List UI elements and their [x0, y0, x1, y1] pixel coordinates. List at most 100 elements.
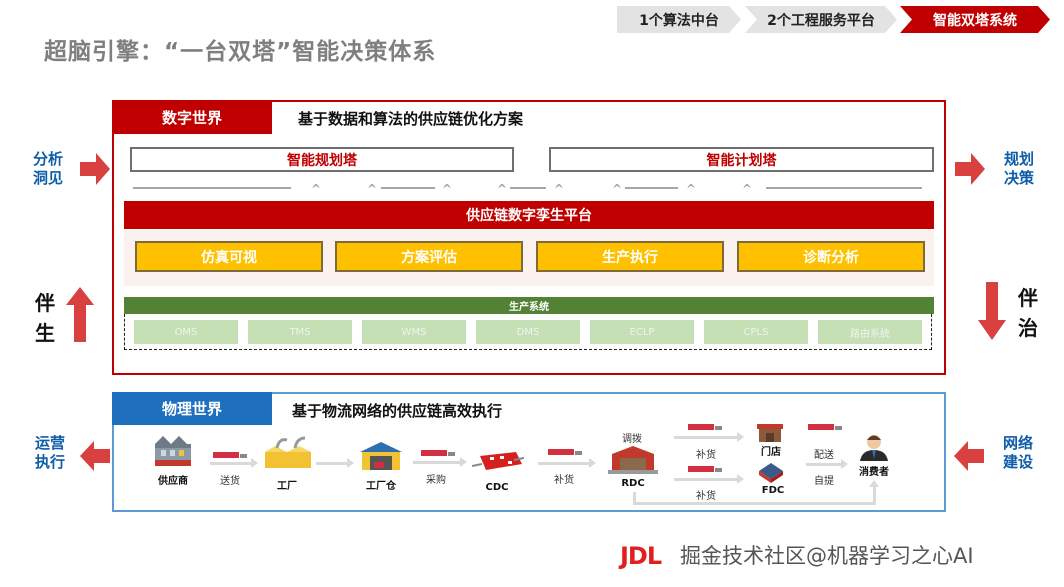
- store-icon: [757, 424, 783, 442]
- arrow-down-icon: [978, 282, 1006, 340]
- caret-up-icon: ^: [367, 182, 378, 196]
- capability-evaluation: 方案评估: [335, 241, 523, 272]
- physical-world-tab-label: 物理世界: [161, 400, 222, 418]
- breadcrumb-label: 智能双塔系统: [933, 12, 1017, 29]
- side-label-line: 规划: [1004, 150, 1035, 168]
- caret-up-icon: ^: [442, 182, 453, 196]
- physical-world-heading: 基于物流网络的供应链高效执行: [292, 402, 503, 420]
- system-label: 路由系统: [850, 328, 890, 340]
- connector-line: [766, 187, 922, 189]
- platform-label: 供应链数字孪生平台: [466, 208, 592, 224]
- edge-label-deliver: 送货: [220, 476, 240, 487]
- bypass-line-up: [873, 486, 876, 505]
- factory-warehouse-icon: [360, 442, 402, 470]
- system-cpls: CPLS: [704, 320, 808, 344]
- side-label-line: 分析: [33, 150, 64, 168]
- side-label-line: 运营: [35, 434, 66, 452]
- physical-world-frame: [112, 392, 946, 512]
- node-fdc: FDC: [761, 485, 785, 496]
- side-label-line: 执行: [35, 453, 66, 471]
- caret-up-icon: ^: [554, 182, 565, 196]
- side-label-line: 洞见: [33, 169, 64, 187]
- capability-simulation: 仿真可视: [135, 241, 323, 272]
- system-routing: 路由系统: [818, 320, 922, 344]
- breadcrumb-step-1[interactable]: 1个算法中台: [617, 6, 741, 33]
- capability-label: 仿真可视: [201, 249, 257, 266]
- edge-label-transfer: 调拨: [622, 434, 642, 445]
- supplier-building-icon: [155, 436, 191, 466]
- truck-icon: [548, 449, 582, 455]
- system-label: TMS: [289, 326, 311, 338]
- arrow-right-icon: [80, 153, 110, 185]
- connector-line: [625, 187, 678, 189]
- node-cdc: CDC: [485, 482, 509, 493]
- rdc-warehouse-icon: [608, 446, 658, 474]
- breadcrumb-label: 1个算法中台: [639, 12, 719, 29]
- side-label-line: 生: [35, 321, 55, 345]
- arrow-right-icon: [955, 153, 985, 185]
- planning-tower-label: 智能规划塔: [287, 152, 357, 169]
- node-rdc: RDC: [621, 478, 645, 489]
- capability-label: 方案评估: [401, 249, 457, 266]
- node-consumer: 消费者: [859, 467, 889, 478]
- production-systems-dashed-frame: [124, 314, 932, 350]
- breadcrumb-label: 2个工程服务平台: [767, 12, 875, 29]
- system-eclp: ECLP: [590, 320, 694, 344]
- production-system-bar: 生产系统: [124, 297, 934, 314]
- side-label-line: 伴: [1018, 286, 1038, 310]
- breadcrumb-step-3-active[interactable]: 智能双塔系统: [900, 6, 1050, 33]
- planning-tower-box: 智能规划塔: [130, 147, 514, 172]
- truck-icon: [688, 424, 722, 430]
- side-label-operation-execution: 运营 执行: [35, 434, 65, 472]
- edge-label-pickup: 自提: [814, 476, 834, 487]
- side-label-analysis-insight: 分析 洞见: [33, 150, 63, 188]
- factory-icon: [265, 436, 311, 468]
- side-label-accompany-govern: 伴 治: [1018, 283, 1038, 343]
- side-label-accompany-birth: 伴 生: [35, 288, 55, 348]
- cdc-hub-icon: [472, 452, 524, 470]
- bypass-arrowhead-icon: [869, 480, 879, 487]
- arrow-up-icon: [66, 287, 94, 342]
- caret-up-icon: ^: [311, 182, 322, 196]
- system-wms: WMS: [362, 320, 466, 344]
- capability-label: 诊断分析: [803, 249, 859, 266]
- system-dms: DMS: [476, 320, 580, 344]
- system-label: OMS: [174, 326, 198, 338]
- digital-world-tab: 数字世界: [112, 100, 272, 134]
- side-label-line: 建设: [1003, 453, 1034, 471]
- page-title: 超脑引擎：“一台双塔”智能决策体系: [44, 39, 437, 65]
- flow-arrow: [538, 458, 596, 468]
- side-label-line: 伴: [35, 291, 55, 315]
- system-label: CPLS: [743, 326, 769, 338]
- jdl-logo: JDL: [620, 542, 662, 570]
- system-tms: TMS: [248, 320, 352, 344]
- watermark-text: 掘金技术社区@机器学习之心AI: [680, 544, 974, 568]
- side-label-line: 网络: [1003, 434, 1034, 452]
- digital-world-heading: 基于数据和算法的供应链优化方案: [298, 110, 524, 128]
- arrow-left-icon: [954, 441, 984, 471]
- edge-label-replenish-fdc: 补货: [696, 491, 716, 502]
- caret-up-icon: ^: [612, 182, 623, 196]
- system-label: ECLP: [629, 326, 655, 338]
- digital-twin-platform-bar: 供应链数字孪生平台: [124, 201, 934, 229]
- flow-arrow: [674, 474, 744, 484]
- node-factory: 工厂: [277, 481, 297, 492]
- arrow-left-icon: [80, 441, 110, 471]
- side-label-line: 决策: [1004, 169, 1035, 187]
- capability-execution: 生产执行: [536, 241, 724, 272]
- scheduling-tower-box: 智能计划塔: [549, 147, 934, 172]
- caret-up-icon: ^: [742, 182, 753, 196]
- breadcrumb-step-2[interactable]: 2个工程服务平台: [745, 6, 897, 33]
- digital-world-frame: [112, 100, 946, 375]
- edge-label-replenish-store: 补货: [696, 450, 716, 461]
- side-label-line: 治: [1018, 316, 1038, 340]
- consumer-person-icon: [860, 435, 888, 461]
- system-label: WMS: [401, 326, 427, 338]
- truck-icon: [213, 452, 247, 458]
- truck-icon: [688, 466, 722, 472]
- edge-label-replenish: 补货: [554, 475, 574, 486]
- jdl-logo-text: JDL: [620, 542, 662, 570]
- truck-icon: [421, 450, 455, 456]
- connector-line: [381, 187, 435, 189]
- digital-world-tab-label: 数字世界: [161, 108, 222, 127]
